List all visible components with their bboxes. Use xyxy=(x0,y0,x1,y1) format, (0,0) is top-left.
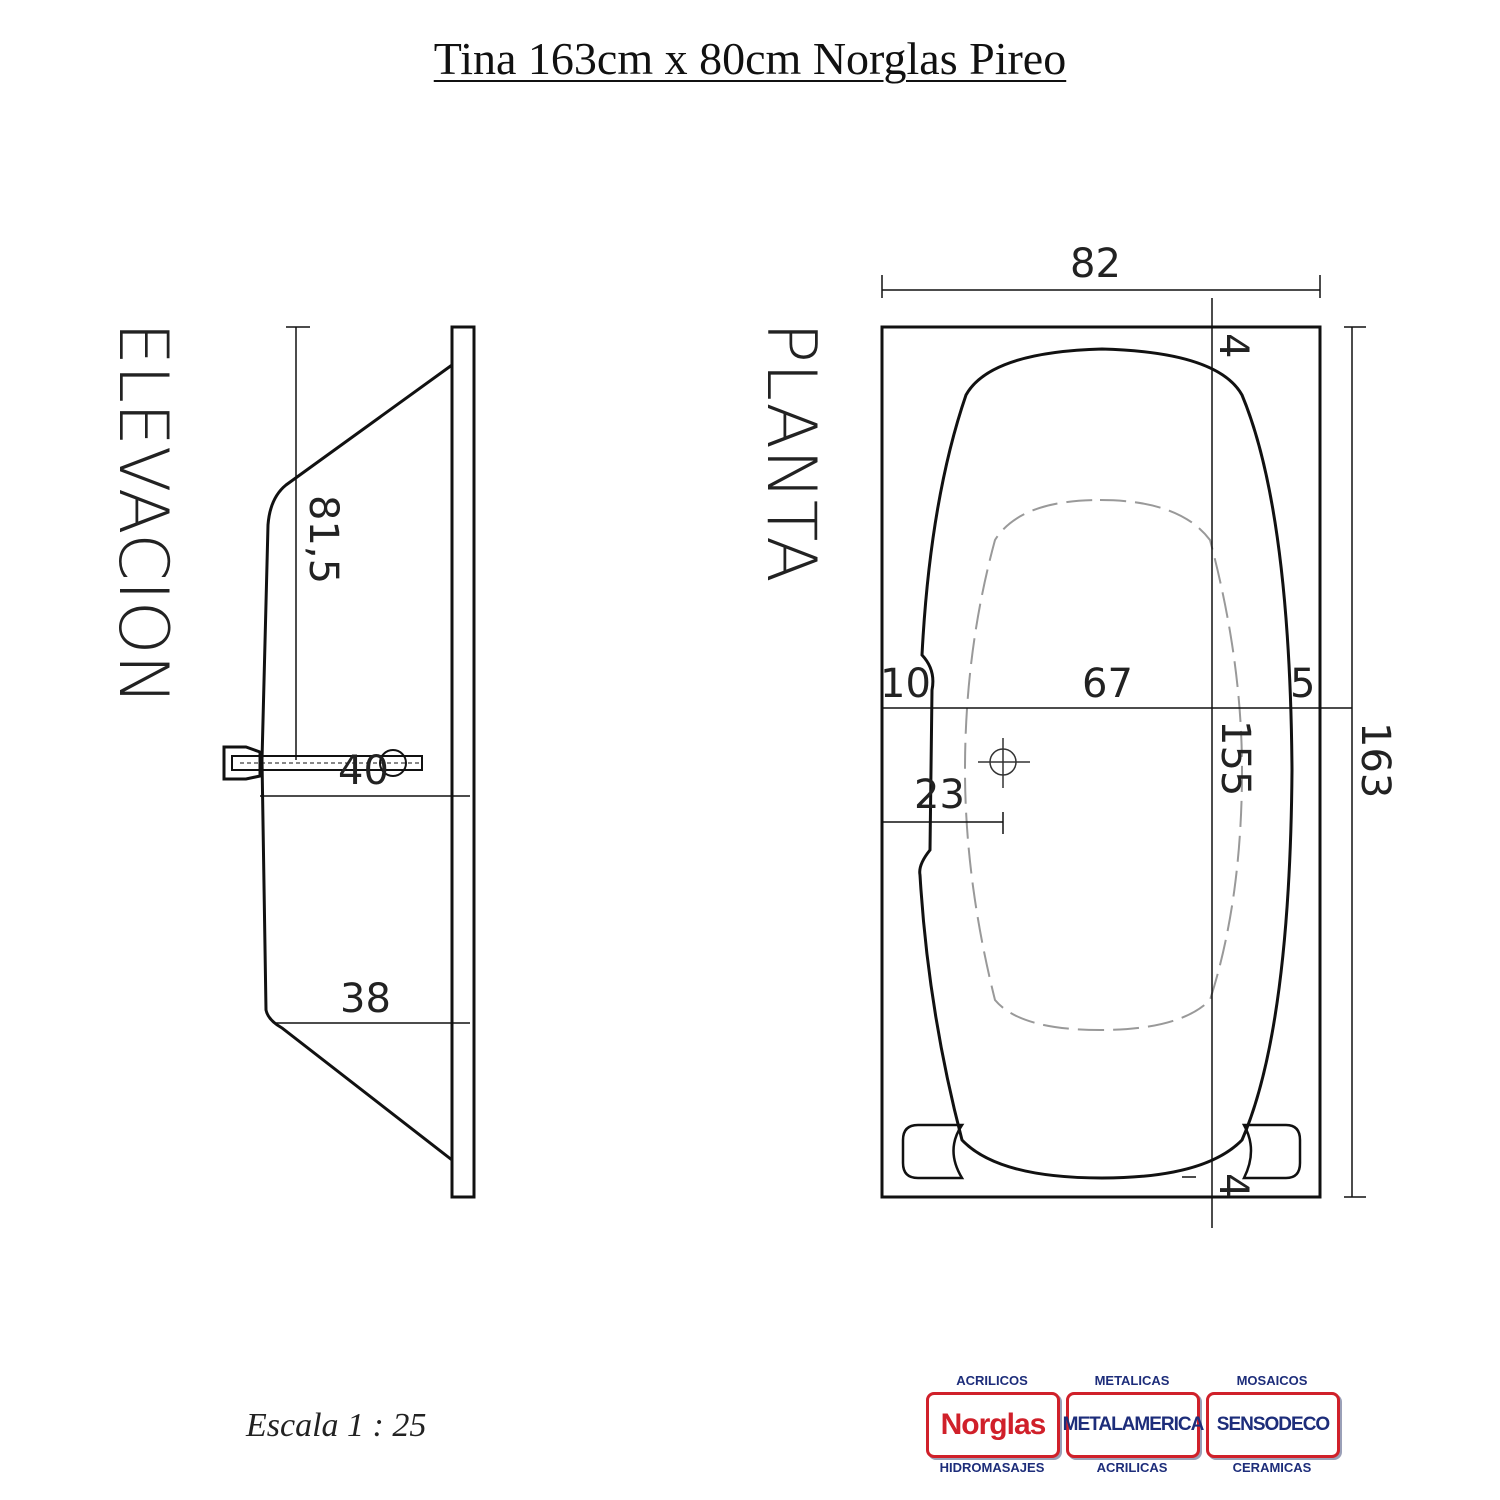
elevation-view-label: ELEVACION xyxy=(103,322,182,705)
logo-sensodeco: MOSAICOS SENSODECO CERAMICAS xyxy=(1204,1372,1340,1482)
plan-width-label: 82 xyxy=(1070,241,1121,287)
brand-logos: ACRILICOS Norglas HIDROMASAJES METALICAS… xyxy=(924,1372,1344,1482)
elevation-view xyxy=(222,325,476,1199)
plan-drain-icon xyxy=(978,738,1030,788)
logo-norglas: ACRILICOS Norglas HIDROMASAJES xyxy=(924,1372,1060,1482)
plan-view-label: PLANTA xyxy=(751,322,830,583)
plan-view xyxy=(880,325,1322,1199)
elevation-bottom-width-label: 38 xyxy=(340,976,391,1022)
logo-metalamerica: METALICAS METALAMERICA ACRILICAS xyxy=(1062,1373,1205,1475)
elevation-height-label: 81,5 xyxy=(300,495,346,584)
plan-drain-offset-label: 23 xyxy=(914,772,965,818)
logo-norglas-name: Norglas xyxy=(940,1408,1047,1441)
elevation-tub-outline xyxy=(260,363,453,1162)
plan-left-rim-label: 10 xyxy=(880,661,931,707)
plan-right-rim-label: 5 xyxy=(1290,661,1315,707)
drain-valve xyxy=(379,749,407,777)
logo-metalamerica-name: METALAMERICA xyxy=(1062,1414,1205,1435)
plan-inner-length-label: 155 xyxy=(1212,720,1258,796)
plan-outer-frame xyxy=(880,325,1322,1199)
plan-basin-floor xyxy=(963,498,1244,1032)
plan-headrest-right xyxy=(1241,1123,1302,1180)
drain-pipe xyxy=(231,755,423,771)
plan-inner-basin xyxy=(918,347,1294,1180)
elevation-mid-width-label: 40 xyxy=(338,748,389,794)
drawing-title: Tina 163cm x 80cm Norglas Pireo xyxy=(433,33,1067,84)
elevation-rim xyxy=(450,325,476,1199)
plan-top-rim-label: 4 xyxy=(1210,333,1256,358)
plan-inner-width-label: 67 xyxy=(1082,661,1133,707)
plan-headrest-left xyxy=(901,1123,965,1180)
scale-note: Escala 1 : 25 xyxy=(246,1407,427,1444)
drain-fitting xyxy=(222,745,262,781)
plan-bottom-rim-label: 4 xyxy=(1210,1173,1256,1198)
plan-length-label: 163 xyxy=(1352,722,1398,798)
logo-sensodeco-name: SENSODECO xyxy=(1216,1414,1330,1435)
